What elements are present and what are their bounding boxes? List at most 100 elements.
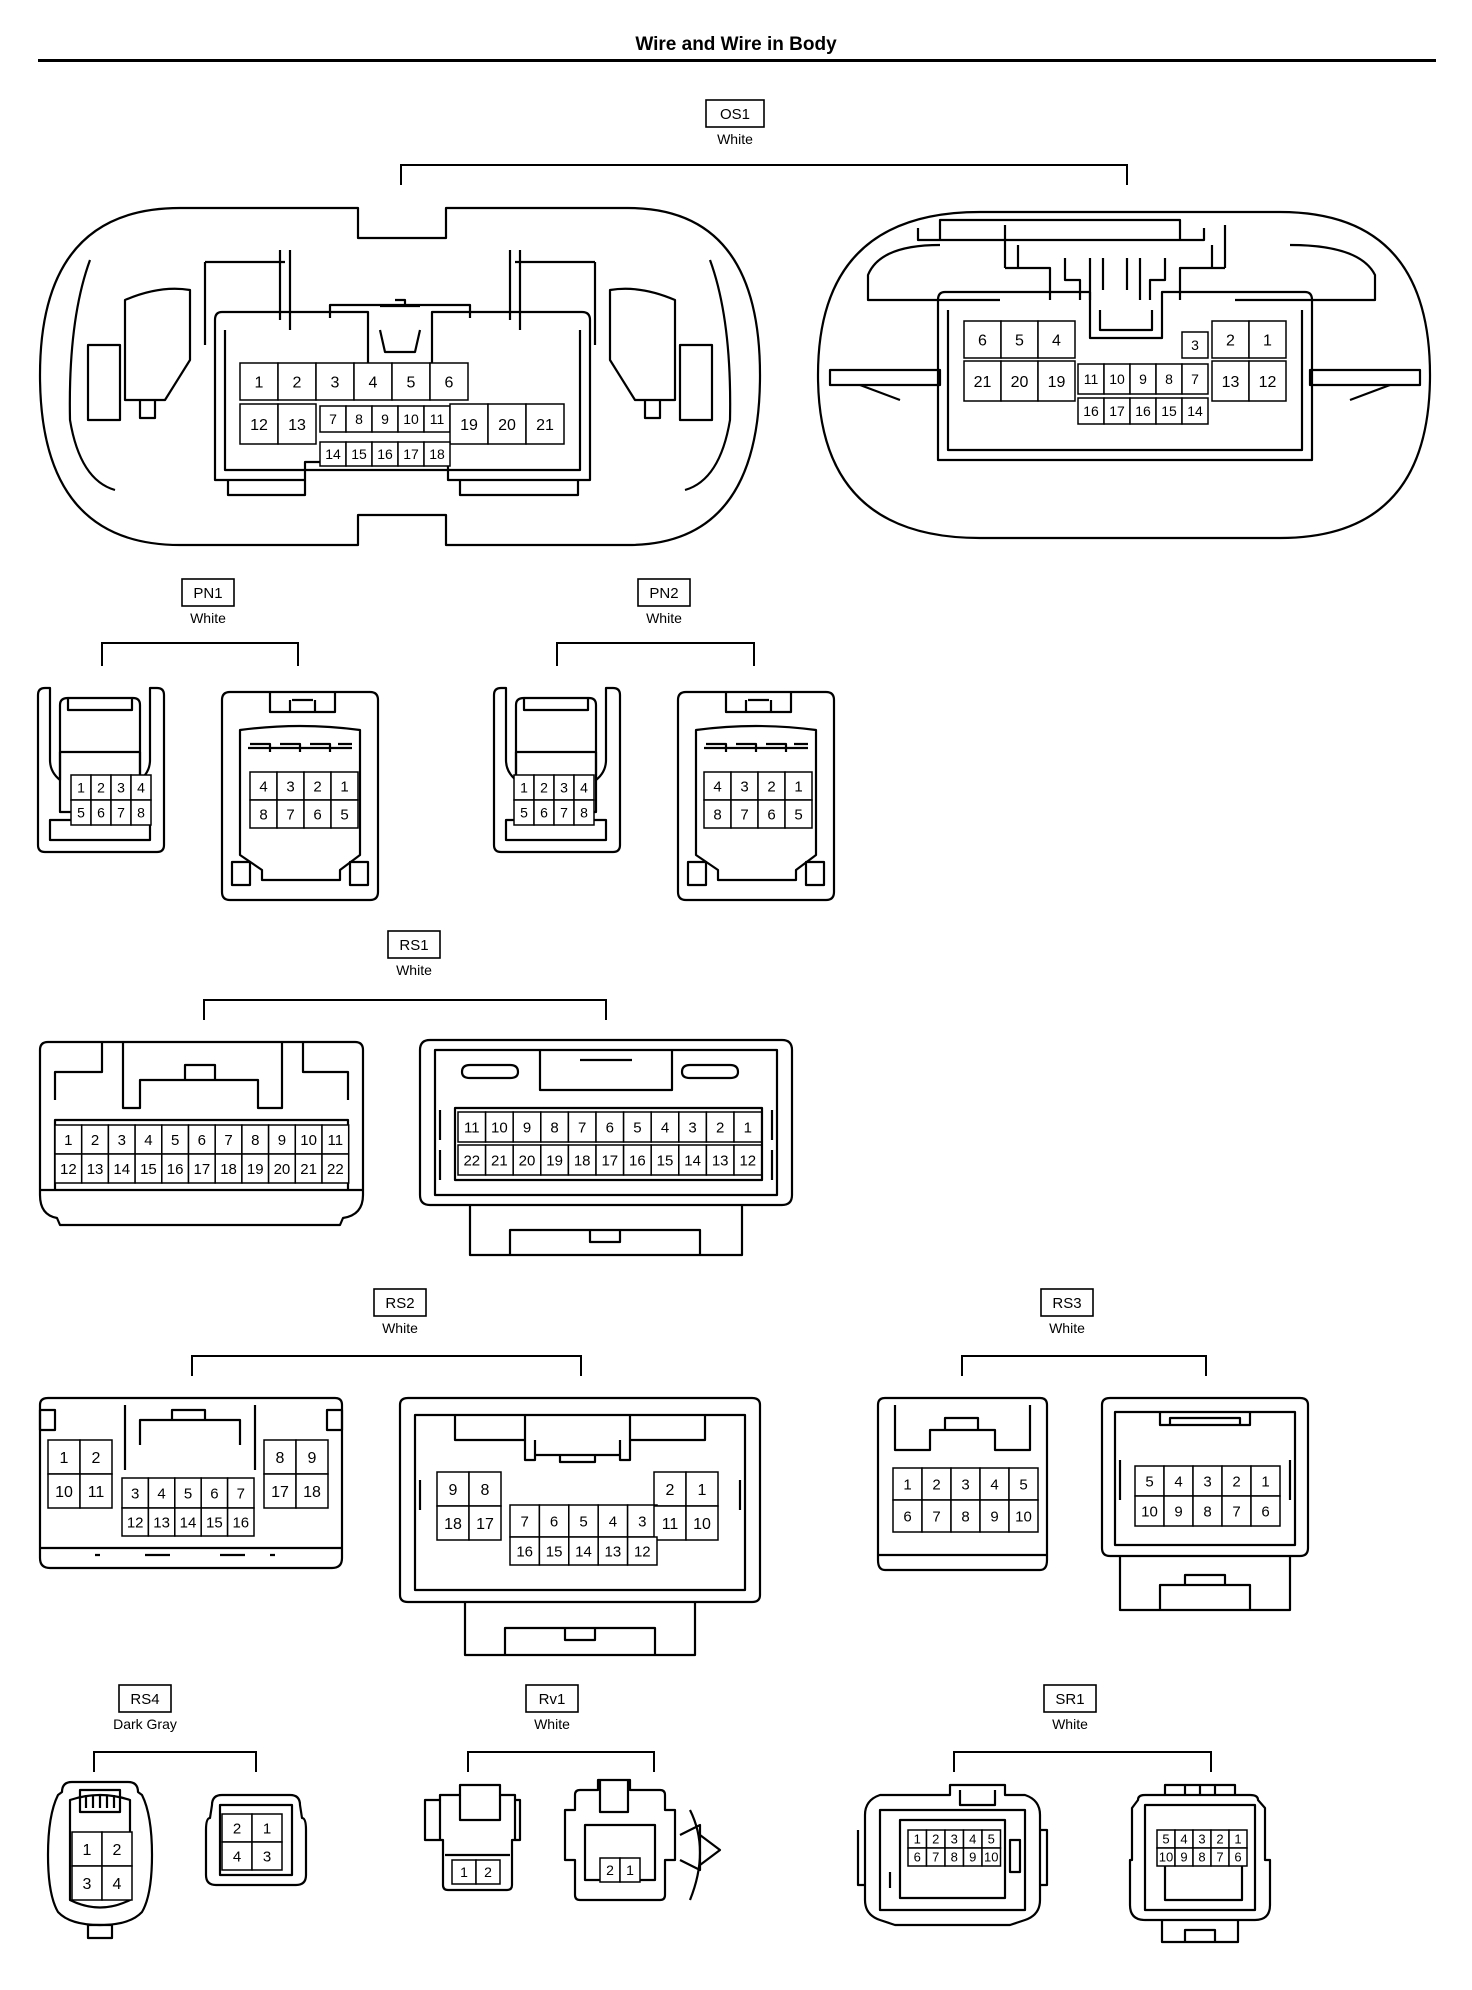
rs1-right-pin: 10 <box>484 1111 514 1143</box>
pn1-left-pin: 4 <box>130 774 152 801</box>
pin-number: 14 <box>1187 403 1203 419</box>
pin-number: 18 <box>303 1484 321 1501</box>
pin-number: 1 <box>794 778 802 795</box>
rs2-left-pin: 1 <box>47 1439 81 1475</box>
os1-left-pin: 3 <box>315 362 355 401</box>
sr1-wire-color: White <box>1052 1716 1088 1732</box>
pin-number: 1 <box>83 1842 92 1859</box>
os1-left-pin: 19 <box>449 403 489 445</box>
pin-number: 6 <box>540 805 548 821</box>
pin-number: 10 <box>491 1119 508 1136</box>
os1-right-pin: 3 <box>1181 331 1209 359</box>
pin-number: 13 <box>288 417 306 434</box>
rs1-bracket <box>203 999 607 1020</box>
rs4-right-pin: 3 <box>251 1841 283 1871</box>
pin-number: 14 <box>684 1152 701 1169</box>
pin-number: 7 <box>224 1132 232 1149</box>
pn2-label-box <box>637 578 691 607</box>
pn2-right-pin: 8 <box>703 799 732 829</box>
pn2-right-pin: 4 <box>703 771 732 801</box>
rs2-left-pin: 16 <box>226 1507 255 1537</box>
rs4-bracket <box>93 1751 257 1772</box>
pin-number: 5 <box>1145 1473 1153 1490</box>
pin-number: 1 <box>263 1820 271 1837</box>
pin-number: 13 <box>87 1161 104 1178</box>
pin-number: 21 <box>536 417 554 434</box>
pin-number: 6 <box>198 1132 206 1149</box>
rs1-right-pin: 17 <box>595 1144 625 1176</box>
rs2-left-pin: 7 <box>226 1477 255 1509</box>
pin-number: 10 <box>1159 1850 1173 1865</box>
rv1-right-pin: 2 <box>599 1857 621 1883</box>
rv1-left-housing <box>423 1783 522 1892</box>
rs2-right-pin: 7 <box>509 1504 541 1538</box>
pin-number: 3 <box>1203 1473 1211 1490</box>
rs1-right-pin: 12 <box>733 1144 763 1176</box>
rs2-left-pin: 17 <box>263 1473 297 1509</box>
rs1-left-pin: 9 <box>267 1124 297 1155</box>
sr1-right-pin: 8 <box>1192 1847 1212 1867</box>
sr1-left-pin: 9 <box>962 1847 983 1867</box>
pin-number: 8 <box>580 805 588 821</box>
pin-number: 2 <box>1216 1832 1223 1847</box>
rs2-left-pin: 2 <box>79 1439 113 1475</box>
rs1-right-pin: 19 <box>540 1144 570 1176</box>
rs2-label-box <box>373 1288 427 1317</box>
pin-number: 21 <box>974 374 992 391</box>
pin-number: 9 <box>1174 1503 1182 1520</box>
pin-number: 6 <box>550 1513 558 1530</box>
pn1-left-pin: 8 <box>130 799 152 826</box>
pin-number: 10 <box>55 1484 73 1501</box>
pn1-left-pin: 7 <box>110 799 132 826</box>
pin-number: 18 <box>444 1516 462 1533</box>
pn1-left-pin: 5 <box>70 799 92 826</box>
pn2-left-pin: 6 <box>533 799 555 826</box>
pn2-right-pin: 5 <box>784 799 813 829</box>
rs2-right-pin: 2 <box>653 1471 687 1507</box>
rs3-right-pin: 5 <box>1134 1465 1165 1497</box>
pin-number: 3 <box>118 1132 126 1149</box>
pin-number: 13 <box>153 1514 170 1531</box>
os1-left-pin: 14 <box>319 441 347 467</box>
os1-left-pin: 13 <box>277 403 317 445</box>
pin-number: 2 <box>932 1476 940 1493</box>
os1-right-pin: 1 <box>1248 320 1287 359</box>
pin-number: 9 <box>308 1450 317 1467</box>
pin-number: 2 <box>293 374 302 391</box>
sr1-right-pin: 3 <box>1192 1829 1212 1849</box>
sr1-right-pin: 9 <box>1174 1847 1194 1867</box>
sr1-label-box <box>1043 1684 1097 1713</box>
pin-number: 3 <box>83 1876 92 1893</box>
rs2-connector-id: RS2 <box>385 1295 414 1312</box>
pin-number: 4 <box>157 1485 165 1502</box>
pin-number: 4 <box>137 780 145 796</box>
sr1-left-pin: 5 <box>981 1829 1002 1849</box>
pin-number: 1 <box>903 1476 911 1493</box>
rs1-right-pin: 4 <box>650 1111 680 1143</box>
os1-right-pin: 17 <box>1103 397 1131 425</box>
os1-right-pin: 6 <box>963 320 1002 359</box>
pin-number: 13 <box>712 1152 729 1169</box>
rs2-left-pin: 5 <box>174 1477 202 1509</box>
pn2-left-pin: 1 <box>513 774 535 801</box>
pn1-right-pin: 6 <box>303 799 332 829</box>
pin-number: 22 <box>327 1161 344 1178</box>
os1-left-pin: 7 <box>319 405 347 433</box>
os1-left-pin: 5 <box>391 362 431 401</box>
pin-number: 16 <box>167 1161 184 1178</box>
rs1-wire-color: White <box>396 962 432 978</box>
pin-number: 6 <box>914 1850 921 1865</box>
pin-number: 20 <box>1011 374 1029 391</box>
pin-number: 2 <box>233 1820 241 1837</box>
rs3-left-pin: 8 <box>950 1499 981 1533</box>
sr1-right-pin: 6 <box>1228 1847 1248 1867</box>
os1-right-pin: 21 <box>963 360 1002 402</box>
os1-left-pin: 10 <box>397 405 425 433</box>
sr1-right-pin: 4 <box>1174 1829 1194 1849</box>
pin-number: 6 <box>1234 1850 1241 1865</box>
pin-number: 19 <box>1048 374 1066 391</box>
pin-number: 1 <box>1234 1832 1241 1847</box>
rs1-left-pin: 21 <box>294 1153 323 1184</box>
rs1-right-pin: 11 <box>457 1111 487 1143</box>
pin-number: 16 <box>629 1152 646 1169</box>
